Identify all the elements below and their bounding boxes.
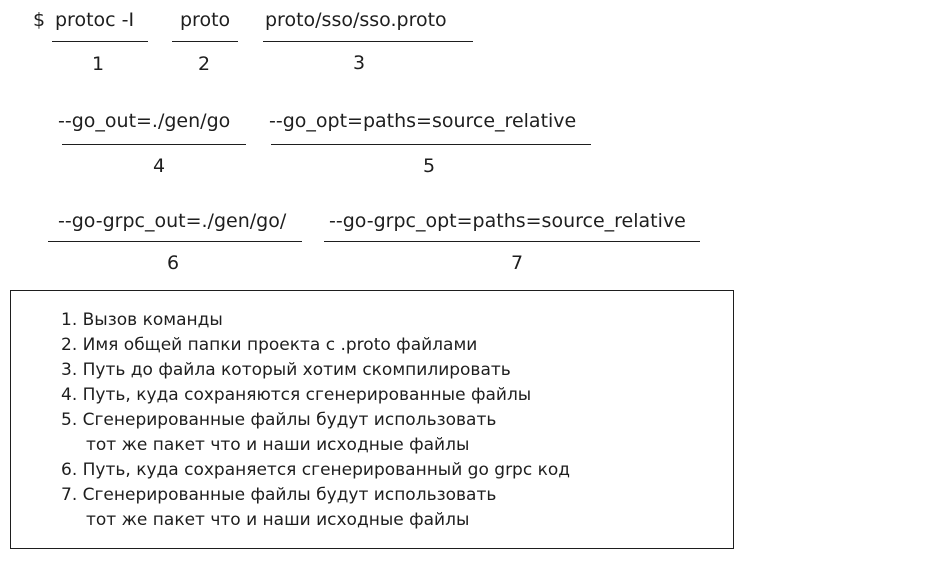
- underline-go-opt: [271, 144, 591, 145]
- label-1: 1: [91, 53, 105, 75]
- legend-line-5-continued: тот же пакет что и наши исходные файлы: [86, 435, 470, 455]
- legend-line-2: 2. Имя общей папки проекта с .proto файл…: [61, 335, 478, 355]
- underline-go-grpc-out: [48, 241, 302, 242]
- legend-line-7-continued: тот же пакет что и наши исходные файлы: [86, 510, 470, 530]
- legend-line-5: 5. Сгенерированные файлы будут использов…: [61, 410, 497, 430]
- legend-line-4: 4. Путь, куда сохраняются сгенерированны…: [61, 385, 532, 405]
- underline-protoc: [52, 41, 148, 42]
- segment-go-out: --go_out=./gen/go: [58, 110, 231, 132]
- segment-go-grpc-out: --go-grpc_out=./gen/go/: [58, 210, 287, 232]
- segment-go-grpc-opt: --go-grpc_opt=paths=source_relative: [329, 210, 686, 232]
- label-7: 7: [510, 252, 524, 274]
- segment-proto-file: proto/sso/sso.proto: [265, 9, 447, 31]
- shell-prompt: $: [33, 9, 46, 31]
- label-2: 2: [197, 53, 211, 75]
- underline-go-out: [62, 144, 246, 145]
- legend-line-3: 3. Путь до файла который хотим скомпилир…: [61, 360, 511, 380]
- underline-go-grpc-opt: [324, 241, 700, 242]
- underline-proto-file: [263, 41, 473, 42]
- label-4: 4: [152, 155, 166, 177]
- legend-line-7: 7. Сгенерированные файлы будут использов…: [61, 485, 497, 505]
- label-5: 5: [422, 155, 436, 177]
- segment-go-opt: --go_opt=paths=source_relative: [269, 110, 577, 132]
- label-3: 3: [352, 52, 366, 74]
- legend-box: [10, 290, 734, 549]
- label-6: 6: [166, 252, 180, 274]
- legend-line-1: 1. Вызов команды: [61, 310, 223, 330]
- segment-protoc: protoc -I: [55, 9, 135, 31]
- segment-proto-dir: proto: [180, 9, 231, 31]
- legend-line-6: 6. Путь, куда сохраняется сгенерированны…: [61, 460, 571, 480]
- underline-proto-dir: [172, 41, 238, 42]
